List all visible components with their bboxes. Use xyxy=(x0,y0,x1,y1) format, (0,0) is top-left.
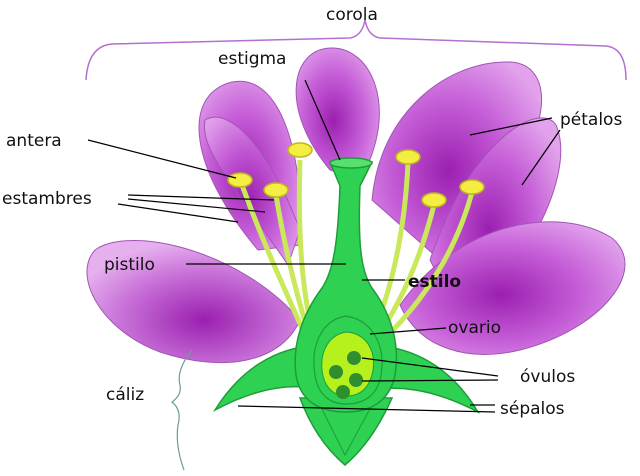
anther xyxy=(287,142,313,158)
caliz-bracket xyxy=(171,349,193,471)
leader-estambres-2 xyxy=(127,198,266,213)
label-sepalos: sépalos xyxy=(500,399,565,419)
petal-center-back xyxy=(295,47,380,181)
petal-left-front xyxy=(86,240,301,364)
ovule xyxy=(329,365,343,379)
anther xyxy=(263,182,289,198)
label-estambres: estambres xyxy=(2,189,92,209)
label-pistilo: pistilo xyxy=(104,255,155,275)
leader-ovulos-2 xyxy=(361,379,499,382)
anther xyxy=(421,192,447,208)
corola-bracket xyxy=(85,19,627,81)
petal-right-front xyxy=(399,221,626,355)
leader-antera xyxy=(87,139,237,179)
ovule xyxy=(347,351,361,365)
leader-estambres-3 xyxy=(117,203,239,223)
ovary-outline xyxy=(313,315,383,405)
anther xyxy=(395,149,421,165)
label-estilo: estilo xyxy=(408,272,461,292)
leader-sepalos-2 xyxy=(237,405,496,413)
filament xyxy=(378,191,475,345)
leader-estigma xyxy=(304,79,341,161)
sepal-vein xyxy=(319,404,373,457)
ovule xyxy=(336,385,350,399)
label-estigma: estigma xyxy=(218,49,286,69)
leader-ovario xyxy=(369,327,447,335)
label-petalos: pétalos xyxy=(560,110,622,130)
stigma xyxy=(329,157,373,169)
labels: corola estigma antera estambres pétalos … xyxy=(2,5,622,419)
label-corola: corola xyxy=(326,5,378,25)
label-ovulos: óvulos xyxy=(520,367,575,387)
anther xyxy=(459,179,485,195)
leader-ovulos-1 xyxy=(361,357,499,377)
sepal-bottom xyxy=(298,397,394,466)
ovary-inner xyxy=(321,331,375,397)
petals xyxy=(86,47,626,364)
label-antera: antera xyxy=(6,131,62,151)
ovule xyxy=(349,373,363,387)
anther xyxy=(227,172,253,188)
leader-estambres-1 xyxy=(127,194,275,201)
leader-petalos-2 xyxy=(521,129,561,186)
label-caliz: cáliz xyxy=(106,385,144,405)
leader-lines xyxy=(87,79,561,413)
leader-petalos-1 xyxy=(469,117,553,136)
label-ovario: ovario xyxy=(448,318,501,338)
